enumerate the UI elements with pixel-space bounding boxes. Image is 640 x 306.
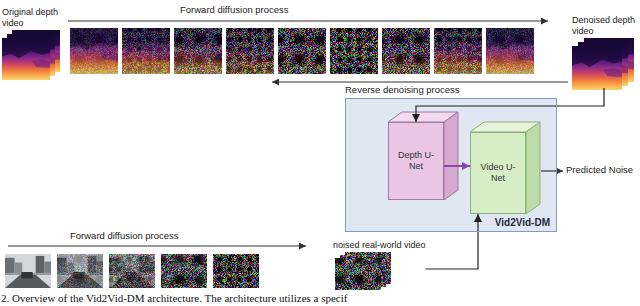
process-arrow [68, 20, 548, 21]
model-box: Vid2Vid-DM Depth U-NetVideo U-Net [345, 98, 557, 232]
process-arrow [8, 245, 306, 246]
process-label: Reverse denoising process [345, 85, 460, 96]
output-arrow [541, 170, 563, 171]
video-stack: noised real-world video [333, 240, 426, 288]
video-stack [335, 252, 391, 290]
frame-sequence [70, 28, 534, 74]
video-stack [572, 38, 634, 90]
figure-caption: 2. Overview of the Vid2Vid-DM architectu… [1, 292, 347, 305]
output-label: Predicted Noise [566, 165, 633, 176]
node-heading: Vid2Vid-DM [495, 217, 550, 228]
frame-area [2, 28, 64, 78]
block-label: Depth U-Net [397, 150, 435, 172]
model-box-fill [345, 98, 557, 232]
frame-area [333, 250, 426, 288]
block-label: Video U-Net [479, 162, 517, 184]
video-stack: Original depth video [2, 7, 64, 78]
node-heading: Denoised depth video [572, 15, 636, 36]
unet-block: Depth U-Net [388, 122, 444, 200]
unet-side-face [526, 122, 540, 214]
flow-arrow [426, 214, 478, 269]
unet-side-face [444, 112, 458, 200]
video-stack [2, 30, 60, 80]
frame-area [572, 36, 636, 88]
process-arrow [272, 81, 568, 82]
frame-sequence [5, 254, 259, 288]
flow-arrow [444, 165, 470, 167]
process-label: Forward diffusion process [180, 5, 289, 16]
node-heading: noised real-world video [333, 240, 426, 250]
process-label: Forward diffusion process [70, 231, 179, 242]
node-heading: Original depth video [2, 7, 64, 28]
video-stack: Denoised depth video [572, 15, 636, 88]
unet-block: Video U-Net [470, 132, 526, 214]
